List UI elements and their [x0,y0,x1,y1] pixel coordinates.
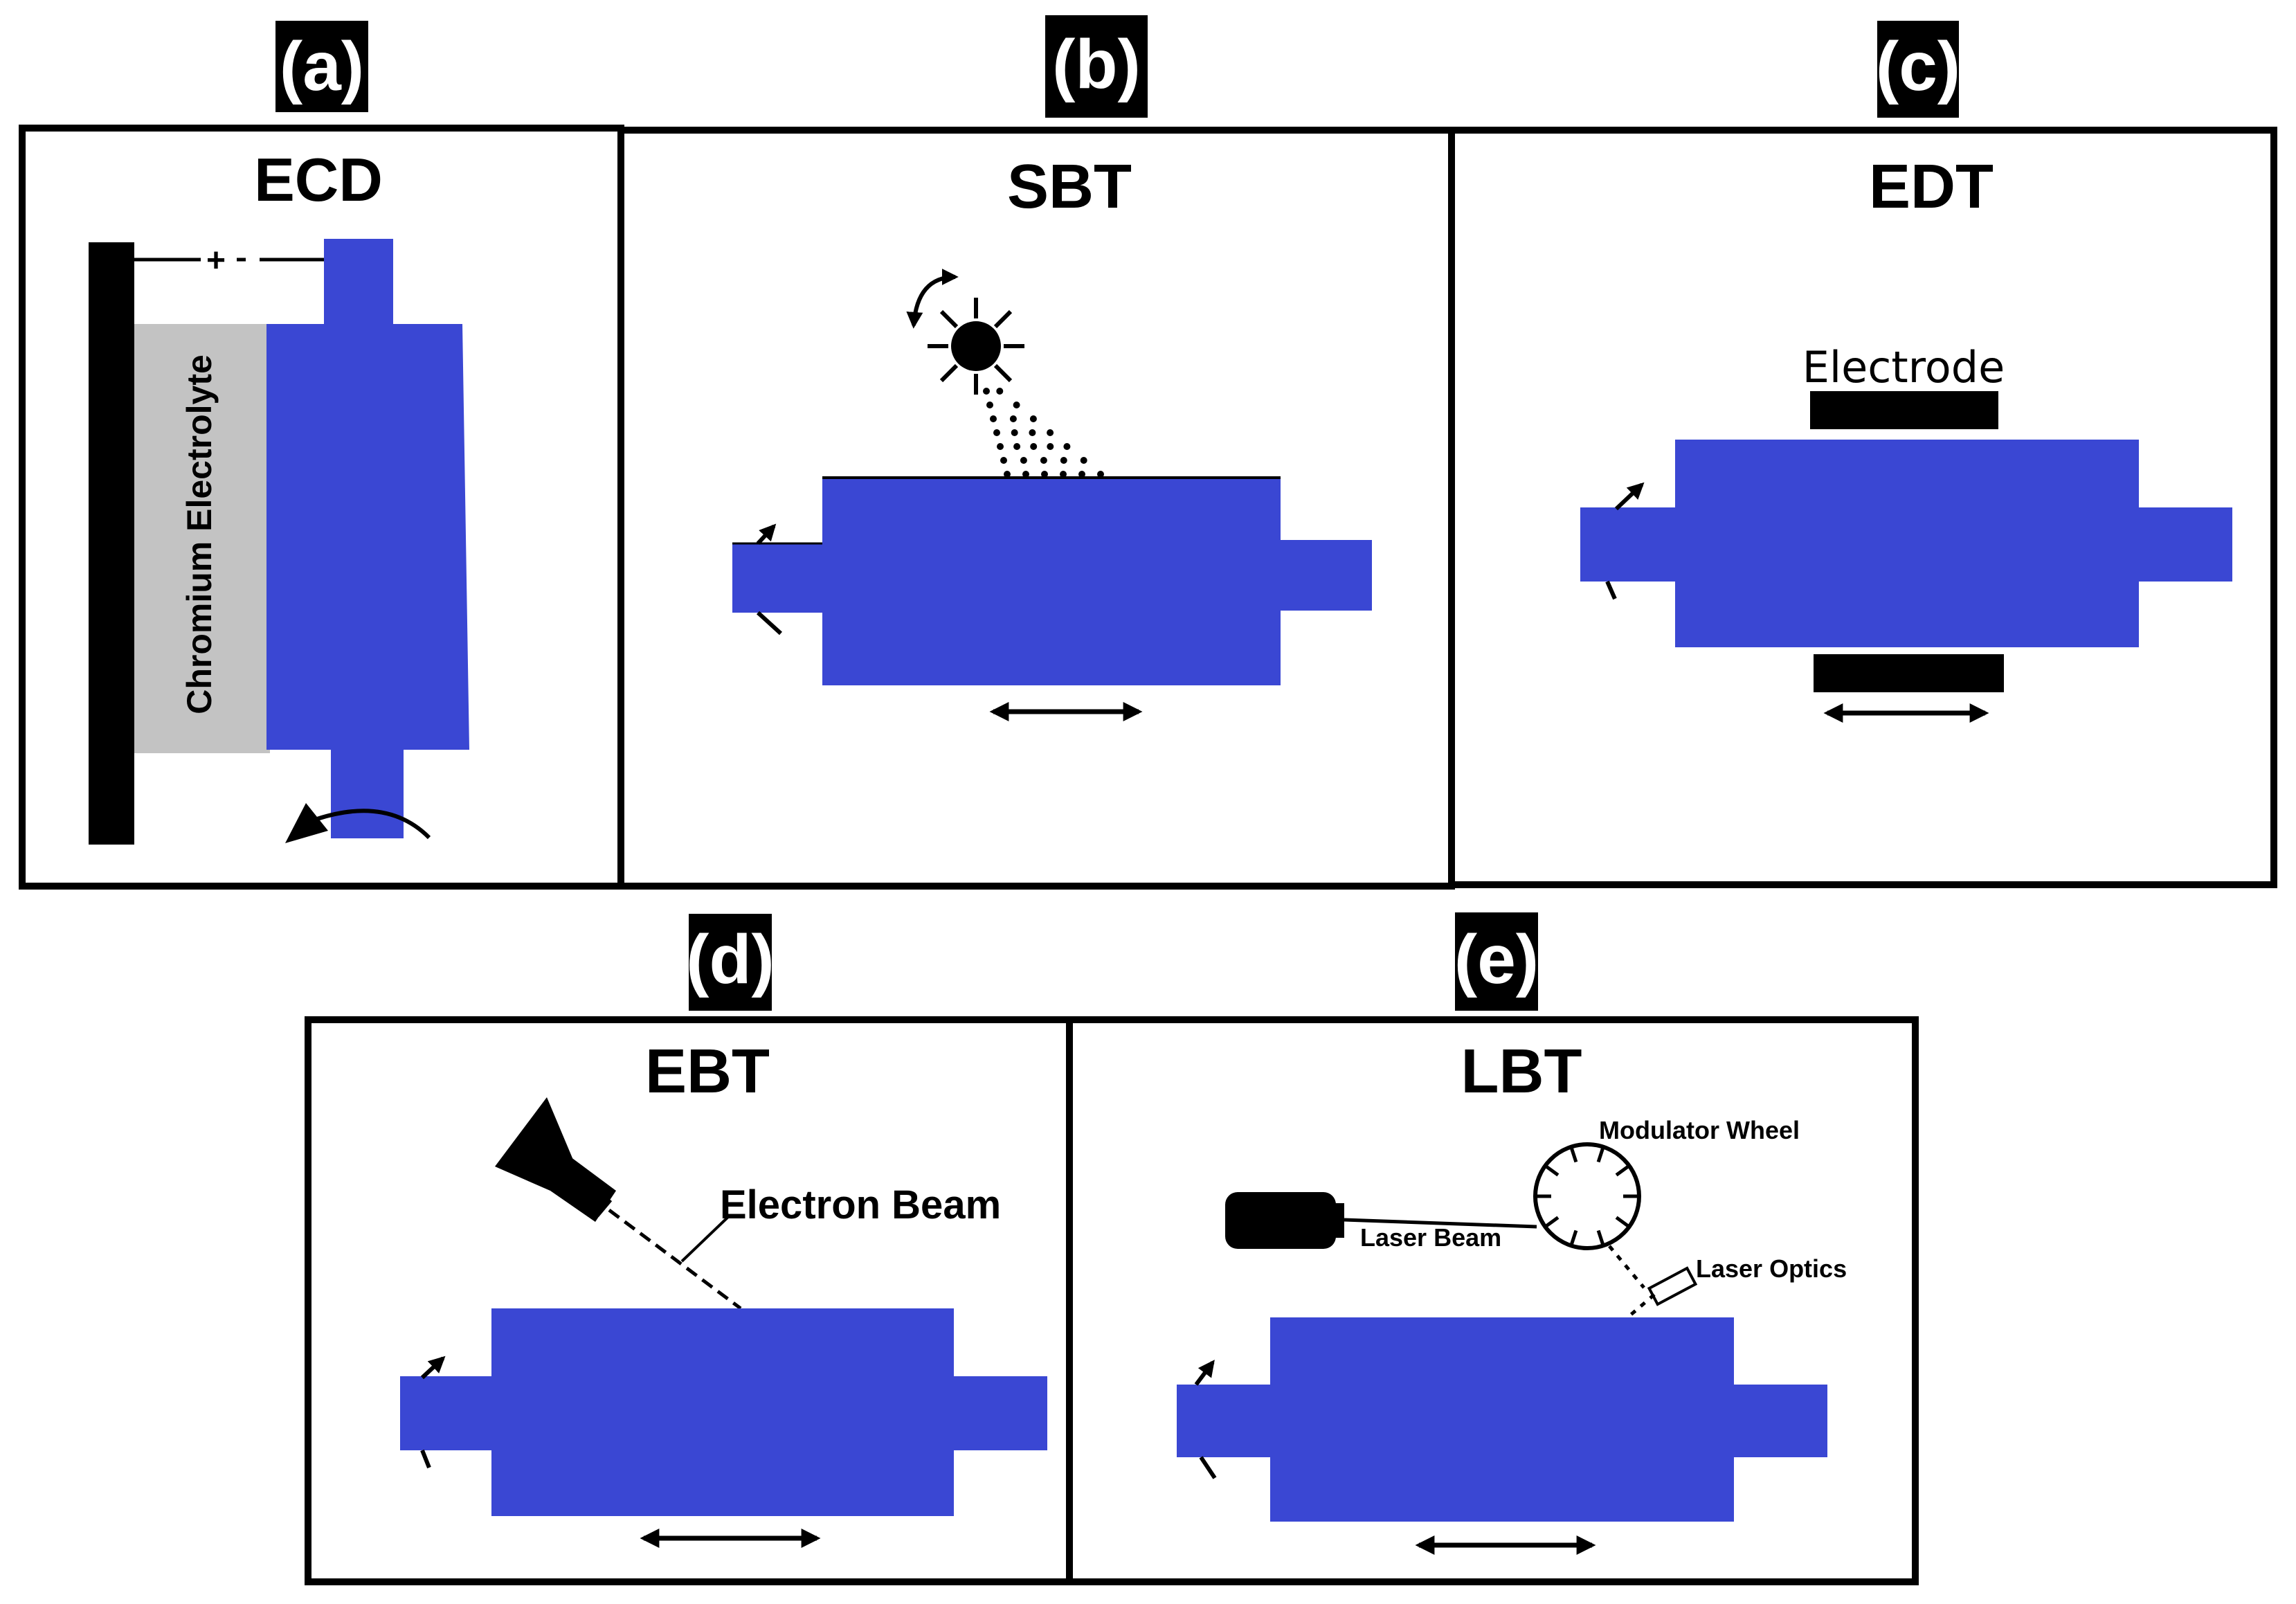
shot-particle [990,415,997,422]
rotation-arrow-icon [285,803,431,843]
panel-a-tag-bg [275,21,368,112]
rotation-arrow-icon [1605,482,1645,600]
workpiece-b [732,478,1372,685]
shot-particle [1020,457,1027,464]
plus-sign: + [206,242,226,279]
shot-particle [1004,471,1011,478]
shot-particle [1078,471,1085,478]
rotation-arrow-icon [756,523,783,636]
laser-optics-label: Laser Optics [1696,1254,1847,1283]
shot-particle [1060,457,1067,464]
wheel-tick [1569,1146,1578,1163]
top-electrode [1810,391,1998,429]
panel-d: (d) EBT Electron Beam [305,914,1073,1585]
modulator-wheel-icon [1533,1142,1641,1250]
shot-particle [1097,471,1104,478]
shot-particle [1011,429,1018,436]
panel-e-frame [1066,1016,1919,1585]
wheel-tick [1569,1229,1578,1247]
shot-particle [1063,443,1071,450]
panel-b-tag: (b) [1052,26,1141,103]
panel-e-title: LBT [1461,1037,1582,1106]
shot-particle [1000,457,1007,464]
wheel-tick [1596,1229,1605,1247]
shot-particle [996,388,1004,395]
wheel-tick [1596,1146,1605,1163]
modulator-wheel-label: Modulator Wheel [1599,1116,1800,1144]
shot-particle [1047,443,1054,450]
laser-beam-label: Laser Beam [1360,1223,1501,1252]
electrolyte-label: Chromium Electrolyte [180,354,219,714]
panel-c-title: EDT [1869,152,1994,222]
shot-particle [1029,415,1037,422]
electron-beam [608,1208,742,1310]
cathode-plate [89,242,134,845]
laser-source-icon [1225,1192,1344,1249]
electron-beam-leader [680,1214,732,1263]
wheel-tick [1544,1216,1560,1229]
panel-c-frame [1448,127,2277,888]
shot-particle [1047,429,1054,436]
wheel-tick [1544,1164,1560,1177]
shot-particle [1022,471,1029,478]
focused-beam [1629,1293,1656,1317]
electrode-label: Electrode [1802,342,2005,393]
workpiece-d [400,1308,1047,1516]
modulated-beam [1608,1245,1645,1289]
workpiece-a [266,239,469,838]
panel-c-tag: (c) [1876,28,1960,105]
shot-particle [1080,457,1087,464]
wheel-tick [1615,1164,1631,1177]
wheel-tick [1615,1216,1631,1229]
shot-particle [1041,471,1048,478]
shot-stream [983,388,1104,478]
electrolyte-region [134,324,270,753]
panel-d-tag: (d) [686,921,775,998]
panel-e-tag: (e) [1454,921,1539,998]
shot-particle [983,388,990,395]
shot-particle [1040,457,1047,464]
shot-particle [1060,471,1067,478]
panel-e: (e) LBT Laser Beam Modulator Wheel Laser… [1066,912,1919,1585]
rotation-arrow-icon [420,1355,446,1469]
panel-d-title: EBT [645,1037,770,1106]
workpiece-c [1580,440,2232,647]
shot-particle [1013,402,1020,408]
panel-d-tag-bg [689,914,772,1011]
panel-e-tag-bg [1455,912,1538,1011]
laser-optics-icon [1647,1266,1698,1306]
shot-particle [997,443,1004,450]
shot-particle [986,402,993,408]
shot-particle [1013,443,1021,450]
bottom-electrode [1814,654,2004,692]
rotation-arrow-icon [1194,1360,1217,1479]
electron-gun-icon [495,1097,616,1222]
shot-particle [993,429,1000,436]
workpiece-e [1177,1317,1827,1522]
panel-a: (a) ECD Chromium Electrolyte + [19,21,624,890]
laser-beam [1344,1218,1537,1229]
panel-c-tag-bg [1877,21,1959,118]
electron-beam-label: Electron Beam [720,1182,1001,1227]
panel-b: (b) SBT [617,15,1455,890]
panel-c: (c) EDT Electrode [1448,21,2277,888]
shot-particle [1009,415,1017,422]
shot-blast-nozzle-icon [906,269,1024,395]
shot-particle [1029,429,1036,436]
panel-b-tag-bg [1045,15,1148,118]
shot-particle [1030,443,1038,450]
panel-b-title: SBT [1007,152,1132,222]
panel-a-title: ECD [254,145,383,214]
panel-a-tag: (a) [280,28,364,105]
